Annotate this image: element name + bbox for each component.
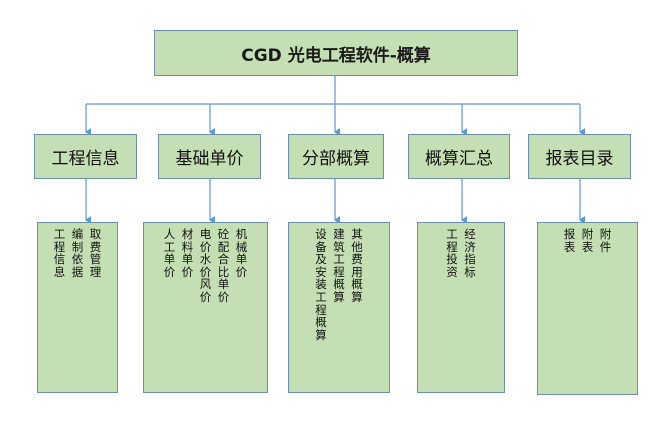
detail-item: 报表: [563, 227, 576, 254]
detail-item: 工程投资: [446, 227, 458, 279]
detail-item: 经济指标: [464, 227, 476, 279]
detail-item: 编制依据: [71, 227, 84, 279]
detail-item: 取费管理: [89, 227, 102, 279]
detail-item: 机械单价: [235, 227, 248, 279]
detail-node-base-unit-price: 机械单价 砼配合比单价 电价水价风价 材料单价 人工单价: [143, 222, 268, 393]
detail-node-estimate-summary: 经济指标 工程投资: [417, 222, 505, 393]
root-node-title: CGD 光电工程软件-概算: [154, 30, 518, 76]
detail-item: 其他费用概算: [351, 227, 363, 304]
category-node-sub-estimate: 分部概算: [288, 134, 384, 179]
detail-item: 电价水价风价: [199, 227, 212, 304]
detail-node-report-list: 附件 附表 报表: [537, 222, 638, 395]
detail-item: 建筑工程概算: [333, 227, 345, 304]
detail-item: 附表: [581, 227, 594, 254]
detail-item: 砼配合比单价: [217, 227, 230, 304]
detail-item: 工程信息: [53, 227, 66, 279]
category-node-engineering-info: 工程信息: [34, 134, 137, 179]
category-node-estimate-summary: 概算汇总: [408, 134, 510, 179]
detail-item: 附件: [599, 227, 612, 254]
category-node-base-unit-price: 基础单价: [158, 134, 261, 179]
detail-node-engineering-info: 取费管理 编制依据 工程信息: [37, 222, 118, 393]
detail-item: 人工单价: [163, 227, 176, 279]
detail-item: 设备及安装工程概算: [315, 227, 327, 342]
detail-item: 材料单价: [181, 227, 194, 279]
detail-node-sub-estimate: 其他费用概算 建筑工程概算 设备及安装工程概算: [288, 222, 390, 393]
category-node-report-list: 报表目录: [528, 134, 631, 179]
